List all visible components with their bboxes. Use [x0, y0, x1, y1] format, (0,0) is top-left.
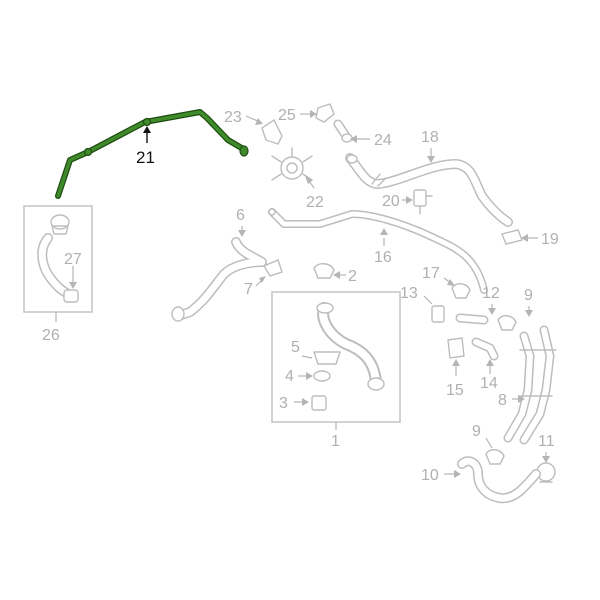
- callout-20: 20: [382, 193, 413, 210]
- callout-26: 26: [42, 312, 60, 344]
- callout-13: 13: [400, 285, 433, 305]
- part-21-vent-line[interactable]: [55, 109, 249, 199]
- callout-14: 14: [480, 359, 498, 392]
- callout-9b-label: 9: [472, 423, 481, 440]
- callout-25-label: 25: [278, 107, 296, 124]
- callout-23: 23: [224, 109, 263, 126]
- callout-1: 1: [331, 422, 340, 450]
- part-15-clip: [447, 337, 465, 359]
- callout-2-label: 2: [348, 268, 357, 285]
- callout-27: 27: [64, 251, 82, 289]
- callout-18-label: 18: [421, 129, 439, 146]
- group-1-hose: [316, 302, 385, 391]
- callout-8: 8: [498, 392, 525, 409]
- callout-4: 4: [285, 368, 313, 385]
- callout-16-label: 16: [374, 249, 392, 266]
- callout-22: 22: [305, 176, 324, 211]
- callout-21-label: 21: [136, 148, 155, 167]
- callout-7: 7: [244, 276, 266, 298]
- part-20-valve: [413, 189, 433, 215]
- callout-9a-label: 9: [524, 287, 533, 304]
- callout-26-label: 26: [42, 327, 60, 344]
- callout-9-upper: 9: [524, 287, 533, 317]
- callout-15: 15: [446, 359, 464, 399]
- part-3-sensor: [311, 395, 327, 411]
- callout-5-label: 5: [291, 339, 300, 356]
- part-9-clamp-lower: [485, 449, 505, 465]
- part-22-thermostat-housing: [271, 147, 313, 181]
- part-13-gasket: [431, 305, 445, 323]
- callout-5: 5: [291, 339, 313, 359]
- part-10-hose: [457, 456, 541, 504]
- callout-14-label: 14: [480, 375, 498, 392]
- callout-25: 25: [278, 107, 317, 124]
- callout-3-label: 3: [279, 395, 288, 412]
- part-12-pipe: [455, 313, 489, 325]
- part-9-clamp-upper: [497, 315, 517, 331]
- callout-19: 19: [521, 231, 559, 248]
- part-24-connector: [333, 119, 353, 143]
- callout-27-label: 27: [64, 251, 82, 268]
- part-18-hose: [345, 153, 513, 227]
- part-19-clamp: [501, 229, 523, 245]
- part-25-clip: [315, 103, 335, 123]
- callout-6: 6: [236, 207, 246, 237]
- callout-1-label: 1: [331, 433, 340, 450]
- part-14-elbow: [471, 337, 499, 361]
- callout-10: 10: [421, 467, 461, 484]
- callout-9-lower: 9: [472, 423, 493, 449]
- callout-7-label: 7: [244, 281, 253, 298]
- callout-23-label: 23: [224, 109, 242, 126]
- callout-4-label: 4: [285, 368, 294, 385]
- callout-13-label: 13: [400, 285, 418, 302]
- part-5-bracket: [313, 351, 341, 365]
- callout-21[interactable]: 21: [136, 126, 155, 167]
- callout-8-label: 8: [498, 392, 507, 409]
- callout-6-label: 6: [236, 207, 245, 224]
- group-26-box: [23, 205, 93, 313]
- group-1-box: [271, 291, 401, 423]
- part-6-hose: [171, 237, 267, 322]
- callout-10-label: 10: [421, 467, 439, 484]
- callout-17-label: 17: [422, 265, 440, 282]
- callout-3: 3: [279, 395, 309, 412]
- callout-24-label: 24: [374, 132, 392, 149]
- part-8-pipe-assembly: [503, 325, 557, 445]
- callout-15-label: 15: [446, 382, 464, 399]
- callout-11: 11: [538, 433, 555, 463]
- callout-11-label: 11: [538, 433, 555, 450]
- callout-17: 17: [422, 265, 455, 286]
- callout-16: 16: [374, 228, 392, 266]
- callout-18: 18: [421, 129, 439, 163]
- callout-19-label: 19: [541, 231, 559, 248]
- part-2-clamp: [313, 263, 335, 279]
- part-4-oring: [313, 370, 331, 382]
- callout-12: 12: [482, 285, 500, 315]
- part-27-hose-assembly: [37, 214, 79, 303]
- callout-12-label: 12: [482, 285, 500, 302]
- part-7-clamp: [262, 259, 283, 277]
- callout-2: 2: [333, 268, 357, 285]
- callout-22-label: 22: [306, 194, 324, 211]
- part-23-bracket: [261, 118, 283, 145]
- callout-20-label: 20: [382, 193, 400, 210]
- part-16-hose: [268, 208, 488, 294]
- callout-24: 24: [350, 132, 392, 149]
